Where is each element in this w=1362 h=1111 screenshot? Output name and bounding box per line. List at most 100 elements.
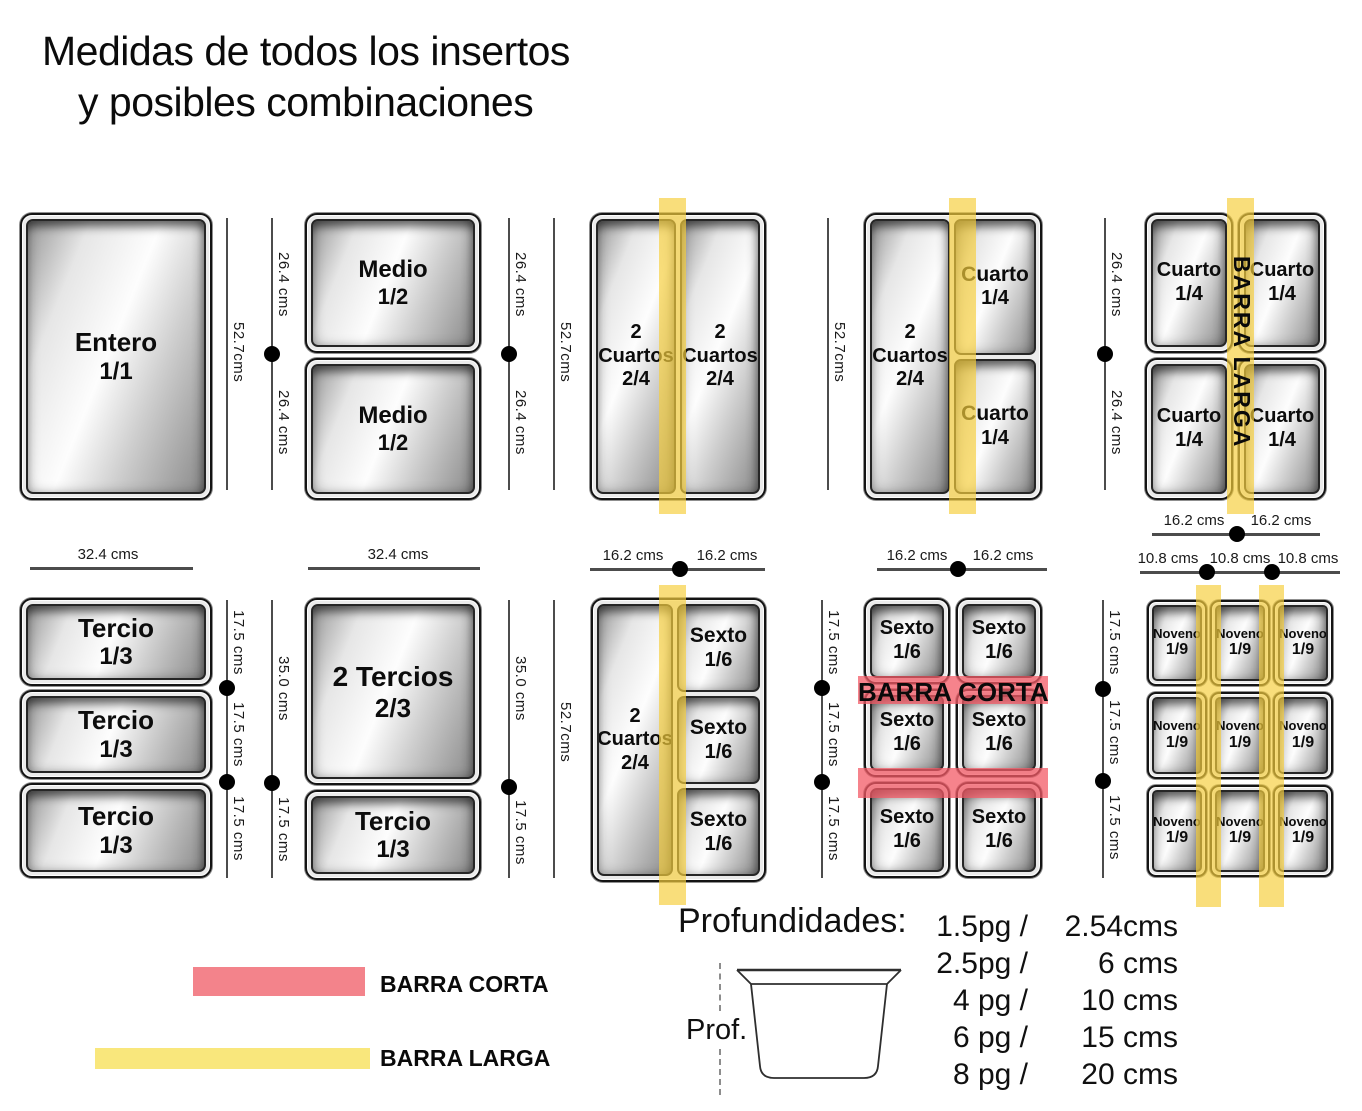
- legend-barra-larga-label: BARRA LARGA: [380, 1045, 551, 1071]
- well-tercio: Tercio 1/3: [26, 604, 206, 680]
- dim-label-26-4: 26.4 cms: [512, 390, 529, 455]
- pan-fraction: 1/2: [377, 430, 409, 456]
- well-tercio: Tercio 1/3: [26, 789, 206, 872]
- well-sexto: Sexto 1/6: [870, 788, 944, 872]
- dim-label-17-5: 17.5 cms: [1106, 700, 1123, 765]
- barra-corta-text: BARRA CORTA: [858, 677, 1049, 707]
- pan-fraction: 1/1: [99, 357, 133, 385]
- depth-dashed-line: [719, 963, 721, 1011]
- dim-label-16-2: 16.2 cms: [1163, 512, 1225, 529]
- dim-dot: [950, 561, 966, 577]
- well-medio: Medio 1/2: [311, 219, 475, 347]
- legend-barra-corta-swatch: [193, 967, 365, 996]
- pan-label: Sexto: [879, 806, 935, 829]
- pan-fraction: 1/9: [1165, 641, 1189, 659]
- page-title: Medidas de todos los insertos y posibles…: [42, 26, 570, 129]
- dim-label-17-5: 17.5 cms: [275, 797, 292, 862]
- dim-label-35-0: 35.0 cms: [512, 656, 529, 721]
- pan-label: 2 Tercios: [332, 660, 454, 692]
- pan-label: Cuarto: [1249, 405, 1315, 428]
- dim-label-16-2: 16.2 cms: [696, 547, 758, 564]
- pan-label: Sexto: [879, 709, 935, 732]
- pan-fraction: 1/9: [1165, 733, 1189, 751]
- pan-sexto: Sexto 1/6: [956, 598, 1042, 684]
- pan-label: Sexto: [971, 617, 1027, 640]
- dim-line: [271, 600, 273, 878]
- dim-label-16-2: 16.2 cms: [886, 547, 948, 564]
- pan-label: Sexto: [689, 623, 748, 647]
- pan-label: Noveno: [1216, 813, 1264, 829]
- dim-line: [1102, 600, 1104, 878]
- well-tercio: Tercio 1/3: [26, 696, 206, 773]
- pan-cuarto: Cuarto 1/4: [1145, 213, 1233, 353]
- pan-label: Sexto: [689, 715, 748, 739]
- pan-label: Entero: [74, 327, 158, 357]
- dim-line: [553, 600, 555, 878]
- dim-dot: [1097, 346, 1113, 362]
- dim-line: [827, 218, 829, 490]
- pan-label: Cuarto: [961, 402, 1029, 426]
- well-noveno: Noveno 1/9: [1152, 790, 1202, 872]
- dim-label-17-5: 17.5 cms: [825, 796, 842, 861]
- pan-dos-tercios: 2 Tercios 2/3: [305, 598, 481, 785]
- dim-line: [226, 600, 228, 878]
- pan-fraction: 1/4: [981, 287, 1009, 310]
- pan-fraction: 1/6: [893, 830, 921, 852]
- well-dos-cuartos: 2 Cuartos 2/4: [680, 219, 760, 494]
- dim-dot: [501, 779, 517, 795]
- dim-label-17-5: 17.5 cms: [230, 610, 247, 675]
- prof-depth-label: Prof.: [686, 1014, 748, 1046]
- pan-fraction: 1/6: [893, 733, 921, 755]
- dim-label-17-5: 17.5 cms: [1106, 610, 1123, 675]
- depth-cms: 2.54cms: [1064, 909, 1178, 943]
- pan-fraction: 1/6: [704, 832, 733, 855]
- depth-row: 6 pg / 15 cms: [922, 1019, 1178, 1056]
- well-sexto: Sexto 1/6: [677, 788, 760, 876]
- dim-dot: [1229, 526, 1245, 542]
- dim-label-26-4: 26.4 cms: [512, 252, 529, 317]
- well-noveno: Noveno 1/9: [1215, 697, 1265, 774]
- depth-dashed-line: [719, 1049, 721, 1095]
- pan-label: Cuartos: [598, 344, 674, 367]
- depth-table: 1.5pg / 2.54cms 2.5pg / 6 cms 4 pg / 10 …: [922, 908, 1178, 1093]
- depth-inches: 4 pg /: [952, 983, 1028, 1017]
- pan-fraction: 1/3: [99, 643, 133, 671]
- dim-line: [821, 600, 823, 878]
- dim-label-52-7: 52.7cms: [831, 322, 848, 383]
- well-medio: Medio 1/2: [311, 364, 475, 494]
- pan-fraction: 1/6: [704, 740, 733, 763]
- barra-larga-overlay: [1259, 585, 1284, 907]
- depth-cms: 20 cms: [1081, 1057, 1178, 1091]
- pan-label: Medio: [358, 401, 428, 429]
- pan-label: Cuarto: [1156, 259, 1222, 282]
- pan-label: Cuarto: [961, 262, 1029, 286]
- well-cuarto: Cuarto 1/4: [1244, 364, 1320, 494]
- dim-dot: [814, 680, 830, 696]
- pan-fraction: 1/6: [985, 733, 1013, 755]
- dim-label-52-7: 52.7cms: [557, 702, 574, 763]
- well-sexto: Sexto 1/6: [677, 696, 760, 784]
- dim-label-10-8: 10.8 cms: [1277, 550, 1339, 567]
- barra-corta-overlay: [858, 768, 1048, 798]
- dim-label-17-5: 17.5 cms: [825, 610, 842, 675]
- pan-tercio: Tercio 1/3: [20, 598, 212, 686]
- dim-line: [553, 218, 555, 490]
- well-noveno: Noveno 1/9: [1215, 790, 1265, 872]
- dim-dot: [814, 774, 830, 790]
- dim-dot: [219, 774, 235, 790]
- depth-inches: 8 pg /: [952, 1057, 1028, 1091]
- title-line-1: Medidas de todos los insertos: [42, 28, 570, 74]
- dim-label-10-8: 10.8 cms: [1209, 550, 1271, 567]
- dim-dot: [672, 561, 688, 577]
- pan-label: Cuartos: [872, 344, 948, 367]
- pan-fraction: 2/3: [374, 692, 412, 723]
- well-sexto: Sexto 1/6: [870, 695, 944, 771]
- well-sexto: Sexto 1/6: [870, 604, 944, 678]
- legend-barra-larga-swatch: [95, 1048, 370, 1069]
- pan-label: Cuarto: [1249, 259, 1315, 282]
- depth-inches: 2.5pg /: [936, 946, 1028, 980]
- barra-larga-text: BARRA LARGA: [1229, 256, 1255, 449]
- dim-label-35-0: 35.0 cms: [275, 656, 292, 721]
- pan-label: Sexto: [879, 617, 935, 640]
- pan-label: Noveno: [1279, 718, 1327, 734]
